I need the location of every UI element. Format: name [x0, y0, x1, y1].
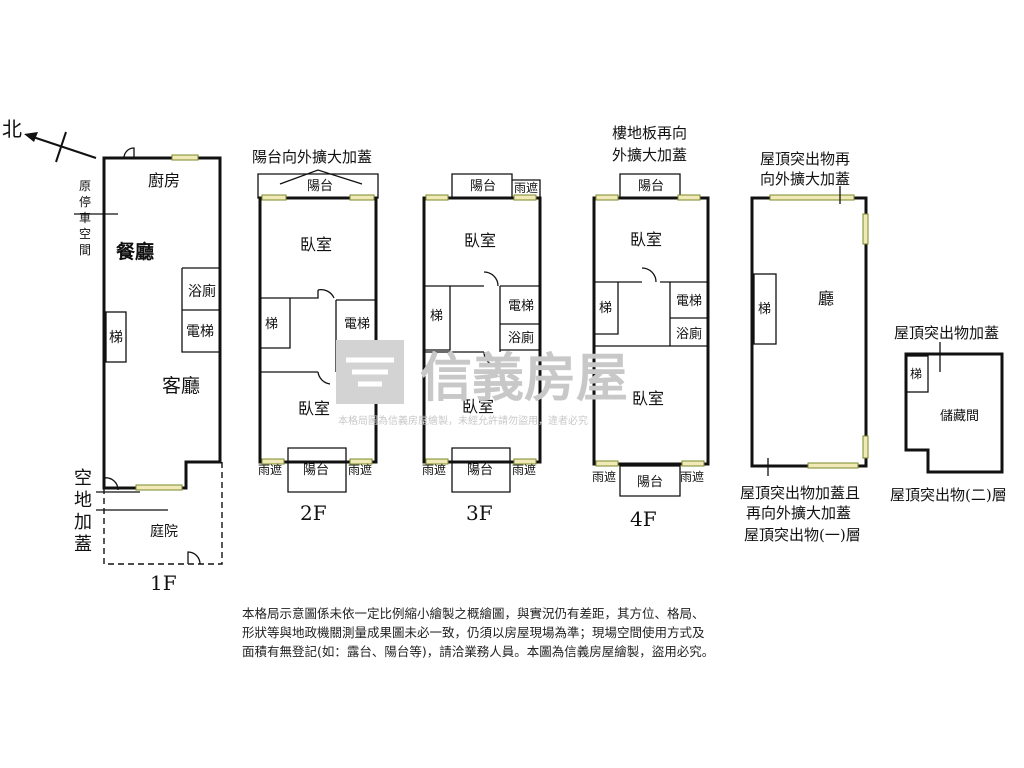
floor-2f: 陽台向外擴大加蓋 陽台 臥室 梯 電梯 浴廁 臥室 雨遮 陽台 雨遮 2F — [252, 148, 379, 525]
floor-label-roof1: 屋頂突出物(一)層 — [744, 526, 861, 544]
note-roof1-bottom-line2: 再向外擴大加蓋 — [746, 504, 851, 522]
room-4f-bath: 浴廁 — [676, 326, 702, 342]
room-stair: 梯 — [109, 330, 123, 346]
room-2f-bedroom-bottom: 臥室 — [298, 399, 330, 418]
north-arrow-icon — [24, 132, 38, 142]
room-4f-bedroom-bottom: 臥室 — [632, 389, 664, 408]
room-dining: 餐廳 — [116, 240, 154, 263]
floor-label-3f: 3F — [466, 501, 493, 525]
room-roof2-storage: 儲藏間 — [940, 409, 979, 424]
floor-label-roof2: 屋頂突出物(二)層 — [890, 486, 1007, 504]
note-roof1-top-line1: 屋頂突出物再 — [760, 150, 850, 168]
svg-text:停: 停 — [79, 194, 91, 209]
room-2f-balcony-top: 陽台 — [307, 179, 333, 194]
room-2f-rainshade-left: 雨遮 — [258, 462, 282, 477]
room-3f-elevator: 電梯 — [508, 299, 534, 314]
room-2f-rainshade-right: 雨遮 — [348, 462, 372, 477]
room-3f-bath: 浴廁 — [508, 330, 534, 346]
disclaimer-line-2: 形狀等與地政機關測量成果圖未必一致，仍須以房屋現場為準；現場空間使用方式及 — [242, 625, 705, 640]
room-3f-bedroom-top: 臥室 — [464, 231, 496, 250]
svg-text:原: 原 — [79, 179, 91, 193]
room-2f-bedroom-top: 臥室 — [300, 235, 332, 254]
room-4f-balcony-top: 陽台 — [638, 179, 664, 194]
room-2f-elevator: 電梯 — [344, 317, 370, 332]
room-garden: 庭院 — [150, 523, 178, 540]
note-4f-line1: 樓地板再向 — [612, 124, 687, 142]
north-label: 北 — [2, 117, 22, 141]
room-4f-elevator: 電梯 — [676, 294, 702, 309]
room-3f-rainshade-top: 雨遮 — [514, 180, 538, 195]
floor-roof-1: 屋頂突出物再 向外擴大加蓋 梯 廳 屋頂突出物加蓋且 再向外擴大加蓋 屋頂突出物… — [740, 150, 869, 544]
room-3f-rainshade-right: 雨遮 — [512, 462, 536, 477]
svg-text:加: 加 — [74, 512, 92, 533]
room-4f-rainshade-right: 雨遮 — [680, 469, 704, 484]
note-roof2-top: 屋頂突出物加蓋 — [894, 324, 999, 342]
watermark: 信義房屋 本格局圖為信義房屋繪製，未經允許請勿盜用，違者必究 — [336, 340, 628, 427]
floor-label-4f: 4F — [630, 507, 657, 531]
room-2f-balcony-bottom: 陽台 — [303, 463, 329, 478]
disclaimer: 本格局示意圖係未依一定比例縮小繪製之概繪圖，與實況仍有差距，其方位、格局、 形狀… — [242, 604, 802, 661]
note-4f-line2: 外擴大加蓋 — [612, 146, 687, 164]
room-4f-stair: 梯 — [599, 301, 612, 316]
svg-text:空: 空 — [79, 227, 91, 241]
disclaimer-line-1: 本格局示意圖係未依一定比例縮小繪製之概繪圖，與實況仍有差距，其方位、格局、 — [242, 606, 705, 621]
svg-text:蓋: 蓋 — [74, 534, 92, 555]
note-roof1-bottom-line1: 屋頂突出物加蓋且 — [740, 484, 860, 502]
note-vacant-land: 空 地 加 蓋 — [74, 468, 92, 555]
room-bath: 浴廁 — [188, 283, 216, 300]
room-roof1-hall: 廳 — [818, 289, 834, 308]
disclaimer-line-3: 面積有無登記(如：露台、陽台等)，請洽業務人員。本圖為信義房屋繪製，盜用必究。 — [242, 644, 715, 659]
watermark-brand: 信義房屋 — [420, 349, 628, 409]
room-2f-stair: 梯 — [265, 317, 278, 332]
room-kitchen: 廚房 — [148, 171, 180, 190]
room-4f-bedroom-top: 臥室 — [630, 230, 662, 249]
room-living: 客廳 — [162, 375, 200, 397]
room-3f-rainshade-left: 雨遮 — [422, 462, 446, 477]
room-roof1-stair: 梯 — [758, 302, 771, 317]
watermark-notice: 本格局圖為信義房屋繪製，未經允許請勿盜用，違者必究 — [338, 414, 588, 427]
floor-3f: 陽台 雨遮 臥室 梯 電梯 浴廁 臥室 雨遮 陽台 雨遮 3F — [422, 173, 542, 525]
floor-4f: 樓地板再向 外擴大加蓋 陽台 臥室 梯 電梯 浴廁 臥室 雨遮 陽台 雨遮 4F — [592, 124, 710, 531]
floor-1f: 廚房 餐廳 浴廁 電梯 梯 客廳 庭院 原 停 車 空 間 空 地 加 蓋 1F — [74, 147, 223, 595]
note-parking: 原 停 車 空 間 — [79, 179, 91, 257]
room-3f-bedroom-bottom: 臥室 — [462, 397, 494, 416]
floor-label-2f: 2F — [300, 501, 327, 525]
room-3f-stair: 梯 — [430, 309, 443, 324]
floor-label-1f: 1F — [150, 571, 177, 595]
floor-roof-2: 屋頂突出物加蓋 梯 儲藏間 屋頂突出物(二)層 — [890, 324, 1007, 504]
note-roof1-top-line2: 向外擴大加蓋 — [760, 170, 850, 188]
room-elevator: 電梯 — [186, 324, 214, 340]
svg-text:空: 空 — [74, 468, 92, 489]
note-2f-balcony: 陽台向外擴大加蓋 — [252, 148, 372, 166]
svg-text:地: 地 — [74, 490, 92, 511]
svg-text:車: 車 — [79, 211, 91, 225]
room-3f-balcony-bottom: 陽台 — [467, 463, 493, 478]
svg-text:間: 間 — [79, 243, 91, 257]
room-4f-rainshade-left: 雨遮 — [592, 469, 616, 484]
room-roof2-stair: 梯 — [910, 367, 922, 381]
room-4f-balcony-bottom: 陽台 — [637, 475, 663, 490]
room-3f-balcony-top: 陽台 — [470, 179, 496, 194]
north-compass: 北 — [2, 117, 97, 163]
